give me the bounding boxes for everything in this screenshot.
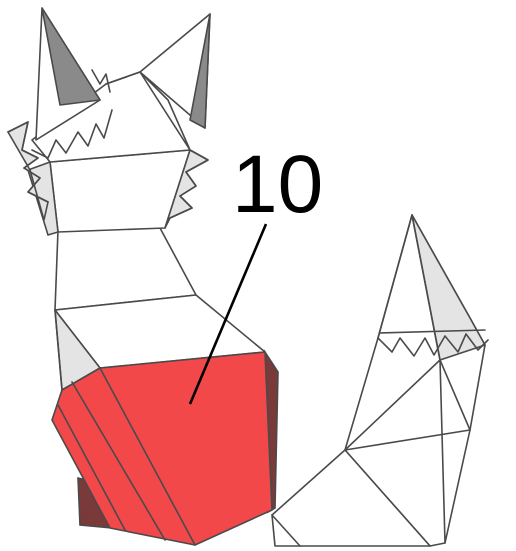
callout-number: 10 <box>232 139 323 230</box>
highlighted-body-part <box>52 352 278 545</box>
head <box>8 8 210 235</box>
